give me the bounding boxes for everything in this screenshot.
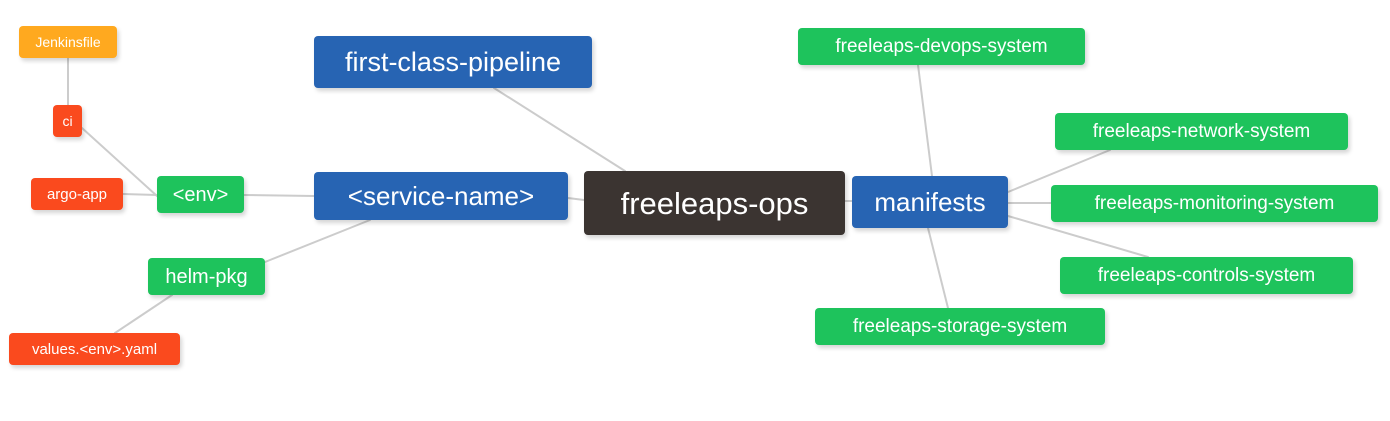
node-manifests[interactable]: manifests (852, 176, 1008, 228)
node-label-freeleaps-ops: freeleaps-ops (620, 185, 809, 221)
edge-first-class-pipeline-to-freeleaps-ops (493, 87, 626, 172)
node-label-ci: ci (62, 113, 73, 129)
edge-service-name-to-freeleaps-ops (567, 197, 585, 201)
node-label-freeleaps-controls-system: freeleaps-controls-system (1097, 265, 1316, 286)
edge-manifests-to-freeleaps-controls-system (1007, 215, 1149, 258)
node-freeleaps-monitoring-system[interactable]: freeleaps-monitoring-system (1051, 185, 1378, 222)
edge-manifests-to-freeleaps-devops-system (917, 64, 933, 177)
node-freeleaps-network-system[interactable]: freeleaps-network-system (1055, 113, 1348, 150)
node-label-helm-pkg: helm-pkg (165, 265, 248, 288)
node-label-freeleaps-devops-system: freeleaps-devops-system (835, 36, 1048, 57)
node-ci[interactable]: ci (53, 105, 82, 137)
node-freeleaps-controls-system[interactable]: freeleaps-controls-system (1060, 257, 1353, 294)
node-label-freeleaps-network-system: freeleaps-network-system (1092, 121, 1311, 142)
node-label-freeleaps-monitoring-system: freeleaps-monitoring-system (1094, 193, 1335, 214)
node-helm-pkg[interactable]: helm-pkg (148, 258, 265, 295)
node-freeleaps-storage-system[interactable]: freeleaps-storage-system (815, 308, 1105, 345)
node-label-jenkinsfile: Jenkinsfile (35, 34, 101, 50)
node-jenkinsfile[interactable]: Jenkinsfile (19, 26, 117, 58)
edge-values-yaml-to-helm-pkg (114, 294, 173, 334)
node-label-manifests: manifests (874, 187, 986, 217)
node-label-freeleaps-storage-system: freeleaps-storage-system (852, 316, 1068, 337)
node-env[interactable]: <env> (157, 176, 244, 213)
node-label-service-name: <service-name> (347, 181, 535, 211)
node-values-yaml[interactable]: values.<env>.yaml (9, 333, 180, 365)
node-first-class-pipeline[interactable]: first-class-pipeline (314, 36, 592, 88)
edge-argo-app-to-env (122, 193, 158, 196)
node-label-env: <env> (172, 183, 229, 206)
node-freeleaps-devops-system[interactable]: freeleaps-devops-system (798, 28, 1085, 65)
node-label-values-yaml: values.<env>.yaml (31, 340, 158, 358)
node-label-argo-app: argo-app (46, 185, 108, 203)
node-argo-app[interactable]: argo-app (31, 178, 123, 210)
node-freeleaps-ops[interactable]: freeleaps-ops (584, 171, 845, 235)
node-service-name[interactable]: <service-name> (314, 172, 568, 220)
edge-helm-pkg-to-service-name (264, 219, 371, 263)
edge-manifests-to-freeleaps-storage-system (927, 227, 949, 309)
edge-env-to-service-name (243, 194, 315, 197)
node-label-first-class-pipeline: first-class-pipeline (344, 46, 562, 77)
